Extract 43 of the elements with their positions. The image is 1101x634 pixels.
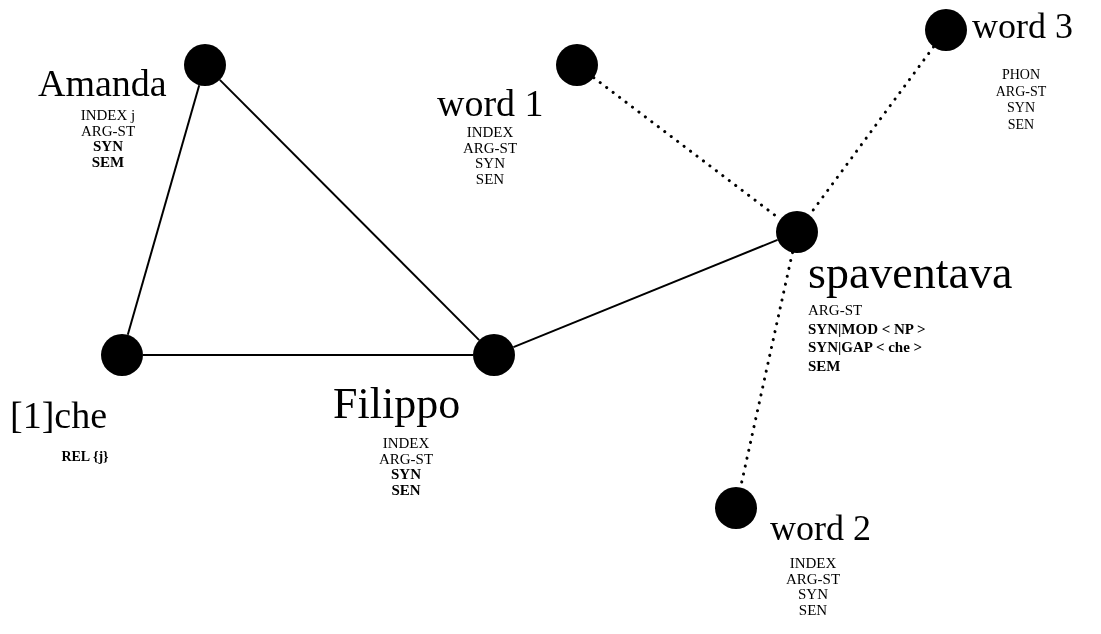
feature-label: PHON xyxy=(1001,68,1041,82)
connector-line xyxy=(126,84,201,336)
word-label: word 1 xyxy=(437,84,544,122)
feature-label: SYN xyxy=(93,139,123,154)
connector-line xyxy=(512,238,779,349)
node-dot xyxy=(184,44,226,86)
feature-label: SYN xyxy=(475,156,505,171)
node-dot xyxy=(556,44,598,86)
word-label: Amanda xyxy=(38,64,167,102)
feature-label: ARG-ST xyxy=(785,571,841,587)
feature-label: SYN xyxy=(1007,101,1035,115)
feature-label: SEN xyxy=(798,602,828,618)
feature-label: ARG-ST xyxy=(995,84,1047,99)
node-dot xyxy=(925,9,967,51)
feature-label: SEM xyxy=(91,154,125,170)
feature-label: INDEX xyxy=(789,556,837,571)
connector-line xyxy=(142,354,474,356)
feature-label: SEN xyxy=(391,482,421,498)
word-label: spaventava xyxy=(808,250,1013,296)
feature-label: ARG-ST xyxy=(462,140,518,156)
feature-label: ARG-ST xyxy=(808,303,863,318)
feature-label: INDEX xyxy=(382,436,430,451)
feature-label: SEN xyxy=(475,171,505,187)
feature-label: INDEX j xyxy=(80,108,136,123)
feature-label: ARG-ST xyxy=(80,123,136,139)
node-dot xyxy=(715,487,757,529)
node-dot xyxy=(776,211,818,253)
feature-label: SEM xyxy=(808,358,841,374)
word-label: Filippo xyxy=(333,382,461,426)
feature-label: INDEX xyxy=(466,125,514,140)
feature-label: SYN|GAP < che > xyxy=(808,340,923,355)
word-label: word 2 xyxy=(770,510,871,546)
word-label: word 3 xyxy=(972,8,1073,44)
word-label: [1]che xyxy=(10,396,108,434)
feature-label: SYN|MOD < NP > xyxy=(808,321,926,337)
node-dot xyxy=(473,334,515,376)
feature-label: SYN xyxy=(798,587,828,602)
feature-label: SEN xyxy=(1007,117,1035,132)
node-dot xyxy=(101,334,143,376)
feature-label: ARG-ST xyxy=(378,451,434,467)
feature-label: REL {j} xyxy=(61,450,109,464)
connector-line xyxy=(218,78,481,342)
feature-label: SYN xyxy=(391,467,421,482)
